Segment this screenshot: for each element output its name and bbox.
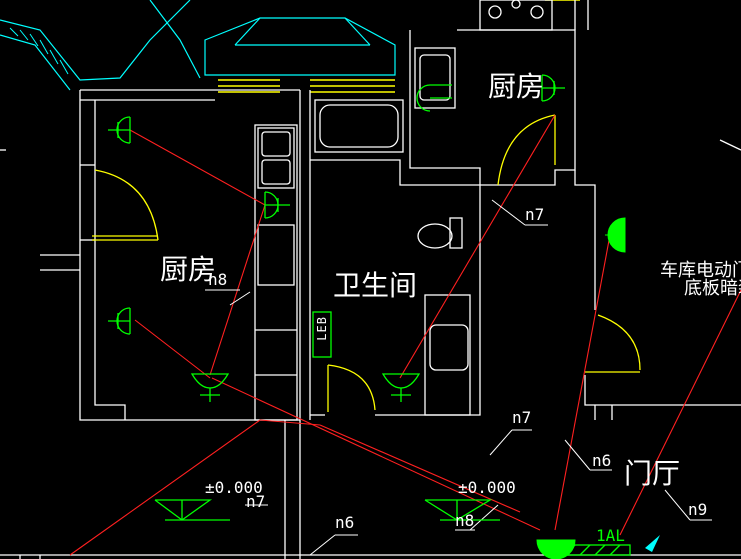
north-arrow-icon <box>645 535 660 552</box>
roof-outline <box>0 0 396 91</box>
circuit-label: n6 <box>335 513 355 532</box>
panel-label-leb: LEB <box>315 316 329 341</box>
filled-fixtures <box>536 217 626 559</box>
circuit-label: n9 <box>688 500 708 519</box>
leaders <box>205 199 712 556</box>
doors <box>92 114 641 412</box>
garage-note-line2: 底板暗装 <box>684 278 741 299</box>
room-label-bathroom: 卫生间 <box>333 269 418 302</box>
garage-note-line1: 车库电动门电 <box>660 260 741 281</box>
circuit-label: n8 <box>455 511 475 530</box>
circuit-label: n7 <box>525 205 545 224</box>
circuit-label: n6 <box>592 451 612 470</box>
elevation-label-right: ±0.000 <box>458 478 516 497</box>
windows <box>218 0 580 93</box>
circuit-label: n7 <box>246 492 266 511</box>
room-label-kitchen-left: 厨房 <box>160 253 217 286</box>
circuit-label: n8 <box>208 270 228 289</box>
roof-hatch <box>9 27 69 75</box>
panel-label-main: 1AL <box>596 526 625 545</box>
circuit-label: n7 <box>512 408 532 427</box>
room-label-hall: 门厅 <box>624 457 681 490</box>
wiring <box>69 114 741 556</box>
elevation-label-left: ±0.000 <box>205 478 263 497</box>
room-label-kitchen-top: 厨房 <box>488 70 545 103</box>
